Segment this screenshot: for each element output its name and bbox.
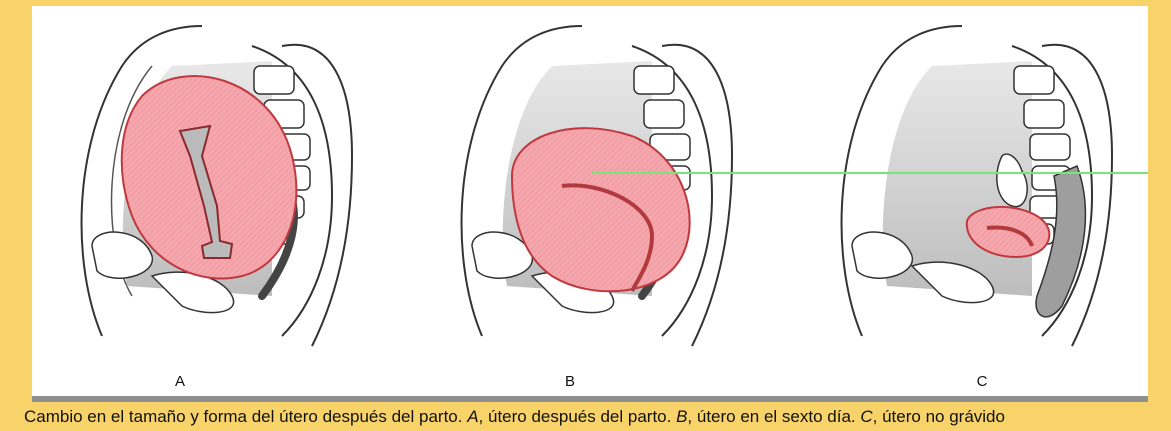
caption-text-1: Cambio en el tamaño y forma del útero de… bbox=[24, 407, 467, 426]
caption-text-3: , útero en el sexto día. bbox=[687, 407, 860, 426]
figure-area: A B bbox=[32, 6, 1148, 396]
caption-text-2: , útero después del parto. bbox=[479, 407, 677, 426]
figure-caption: Cambio en el tamaño y forma del útero de… bbox=[0, 402, 1171, 431]
panel-label-c: C bbox=[977, 373, 988, 390]
caption-letter-a: A bbox=[467, 407, 478, 426]
panel-c: C bbox=[842, 26, 1112, 390]
anatomy-diagram: A B bbox=[32, 6, 1148, 396]
panel-label-b: B bbox=[565, 373, 575, 390]
caption-letter-b: B bbox=[676, 407, 687, 426]
panel-label-a: A bbox=[175, 373, 185, 390]
panel-a: A bbox=[82, 26, 352, 390]
caption-letter-c: C bbox=[860, 407, 872, 426]
panel-b: B bbox=[462, 26, 732, 390]
caption-text-4: , útero no grávido bbox=[873, 407, 1005, 426]
